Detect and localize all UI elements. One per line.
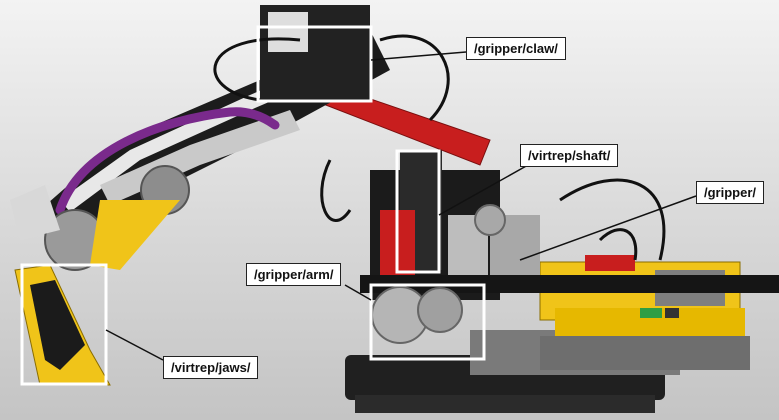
- shaft-highlight-box: [395, 149, 441, 274]
- label-virtrep-shaft: /virtrep/shaft/: [520, 144, 619, 167]
- jaws-highlight-box: [20, 263, 108, 386]
- purple-tube: [55, 107, 280, 215]
- label-gripper: /gripper/: [696, 181, 765, 204]
- label-gripper-arm: /gripper/arm/: [246, 263, 342, 286]
- arm-highlight-box: [369, 283, 486, 361]
- label-gripper-claw: /gripper/claw/: [466, 37, 566, 60]
- label-virtrep-jaws: /virtrep/jaws/: [163, 356, 259, 379]
- highlight-boxes: [20, 25, 486, 386]
- cables: [213, 34, 666, 261]
- yellow-jaws: [10, 185, 180, 386]
- claw-highlight-box: [256, 25, 373, 103]
- leader-lines: [105, 51, 697, 361]
- rcx-brick: [539, 255, 750, 370]
- central-tower: [360, 150, 779, 300]
